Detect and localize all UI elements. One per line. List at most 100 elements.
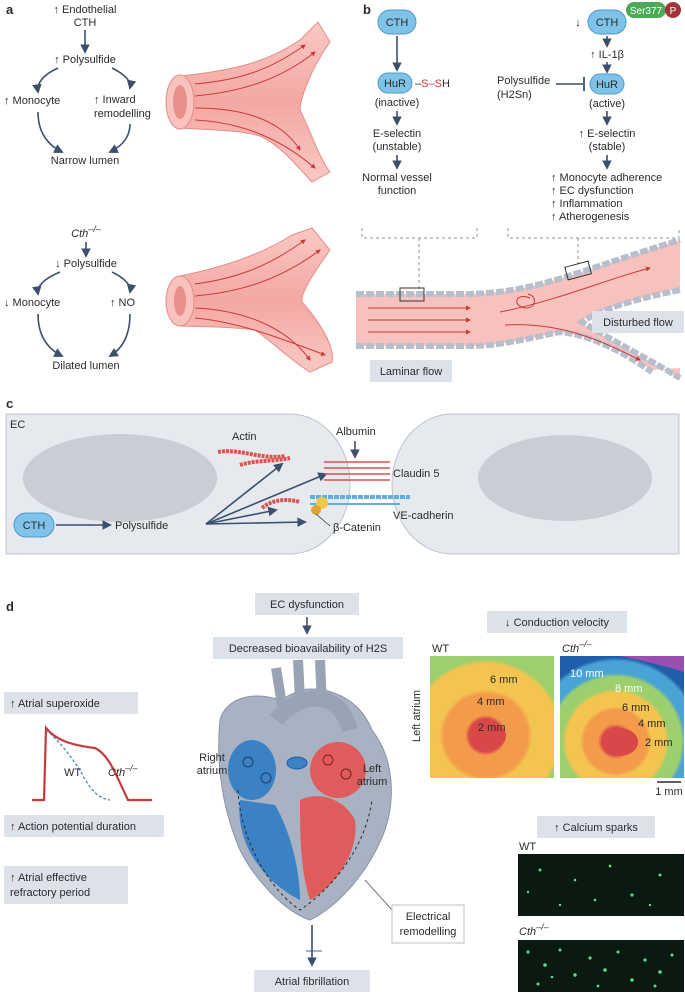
c-ec: EC [10,419,25,431]
a-cth-ko: Cth–/– [71,224,102,240]
d-map-wt-origin [470,722,506,750]
panel-label-c: c [6,396,13,411]
d-action-potential-plot [32,725,152,802]
a-up-polysulfide: ↑ Polysulfide [54,54,116,66]
b-cth-2: CTH [596,17,619,29]
a-up-endothelial: ↑ Endothelial [54,4,117,16]
b-cth-node-2 [587,9,627,35]
c-arrow-3 [205,472,328,525]
c-cth-node [13,512,55,538]
c-nucleus-right [478,435,652,521]
d-decreased-h2s: Decreased bioavailability of H2S [229,643,387,655]
d-map-wt: WT [432,643,449,655]
c-arrow-4 [205,506,278,525]
c-albumin: Albumin [336,426,376,438]
b-laminar-flow: Laminar flow [380,366,442,378]
c-polysulfide: Polysulfide [115,520,168,532]
d-electrical-2: remodelling [400,926,457,938]
d-left-atrium-2: atrium [357,776,388,788]
a-vessel-dilated [165,227,333,373]
b-vessel [356,237,682,381]
a-arrow-7 [32,271,61,296]
d-left-atrium-axis: Left atrium [411,690,423,742]
a-arrow-5 [108,123,131,153]
d-erp-box [4,866,128,904]
a-down-monocyte: ↓ Monocyte [4,297,60,309]
d-heart [218,659,392,952]
a-dilated-lumen: Dilated lumen [52,360,119,372]
b-inactive: (inactive) [375,97,420,109]
b-hur-node-2 [589,73,625,95]
b-normal-2: function [378,185,417,197]
a-arrow-3 [111,67,137,90]
d-calcium-sparks: ↑ Calcium sparks [554,822,638,834]
b-stable: (stable) [589,141,626,153]
c-beta-catenin: β-Catenin [333,522,381,534]
b-phospho: P [670,6,677,17]
b-normal-1: Normal vessel [362,172,432,184]
a-arrow-8 [111,271,137,294]
c-nucleus-left [23,434,217,522]
b-ser377: Ser377 [630,6,663,17]
d-sparks-wt-dots [526,864,662,907]
b-outcome-0: ↑ Monocyte adherence [551,172,662,184]
d-electrical-box [391,904,465,944]
d-ec-dysfunction-box [255,593,359,615]
d-wt-iso-0: 6 mm [490,674,518,686]
a-down-polysulfide: ↓ Polysulfide [55,258,117,270]
d-ko-iso-3: 4 mm [638,718,666,730]
c-cth: CTH [23,520,46,532]
b-hur-2: HuR [596,79,618,91]
a-narrow-lumen: Narrow lumen [51,155,119,167]
d-ko-iso-2: 6 mm [622,702,650,714]
b-polysulfide: Polysulfide [497,75,550,87]
panel-label-d: d [6,599,14,614]
c-catenin-leader [315,513,331,527]
d-af-box [254,970,370,992]
d-apd: ↑ Action potential duration [10,821,136,833]
panel-c: c EC CTH Polysulfide Actin Albumin Claud… [5,396,680,555]
b-unstable: (unstable) [373,141,422,153]
d-wt-iso-1: 4 mm [477,696,505,708]
a-vessel-narrow [165,21,331,183]
b-down: ↓ [575,17,581,29]
b-disturbed-flow: Disturbed flow [603,317,673,329]
b-outcome-2: ↑ Inflammation [551,198,623,210]
a-remodelling: remodelling [94,108,151,120]
d-superoxide-box [4,692,138,714]
a-cth: CTH [74,17,97,29]
d-ko-iso-1: 8 mm [615,683,643,695]
d-ko-iso-0: 10 mm [570,668,604,680]
d-ec-dysfunction: EC dysfunction [270,599,344,611]
d-cv-box [487,611,627,633]
d-erp-1: ↑ Atrial effective [10,872,87,884]
d-atrial-fibrillation: Atrial fibrillation [275,976,350,988]
d-left-atrium-1: Left [363,763,381,775]
b-outcome-1: ↑ EC dysfunction [551,185,634,197]
d-map-wt-field [430,656,554,778]
c-claudin5 [324,461,390,481]
panel-label-a: a [6,2,14,17]
b-eselectin: E-selectin [373,128,421,140]
a-arrow-9 [37,313,64,357]
a-up-no: ↑ NO [110,297,136,309]
c-actin-filaments [217,449,301,510]
a-arrow-4 [37,111,64,153]
d-right-atrium-2: atrium [197,765,228,777]
c-actin: Actin [232,431,256,443]
d-apd-box [4,815,164,837]
d-sparks-cth-ko: Cth–/– [519,922,550,938]
b-disturbed-flow-box [592,311,684,333]
d-wt-iso-2: 2 mm [478,722,506,734]
c-ve-cadherin-label: VE-cadherin [393,510,454,522]
d-sparks-ko-dots [526,948,674,988]
c-arrow-2 [205,462,284,525]
b-ssh: –S–SH [415,78,450,90]
b-bracket-left [361,228,478,290]
b-cth: CTH [386,17,409,29]
a-arrow-2 [32,67,59,94]
panel-b: b CTH HuR –S–SH (inactive) E-selectin (u… [356,2,684,382]
d-map-cth-ko: Cth–/– [562,639,593,655]
d-scale: 1 mm [655,786,683,798]
a-up-monocyte: ↑ Monocyte [4,95,60,107]
